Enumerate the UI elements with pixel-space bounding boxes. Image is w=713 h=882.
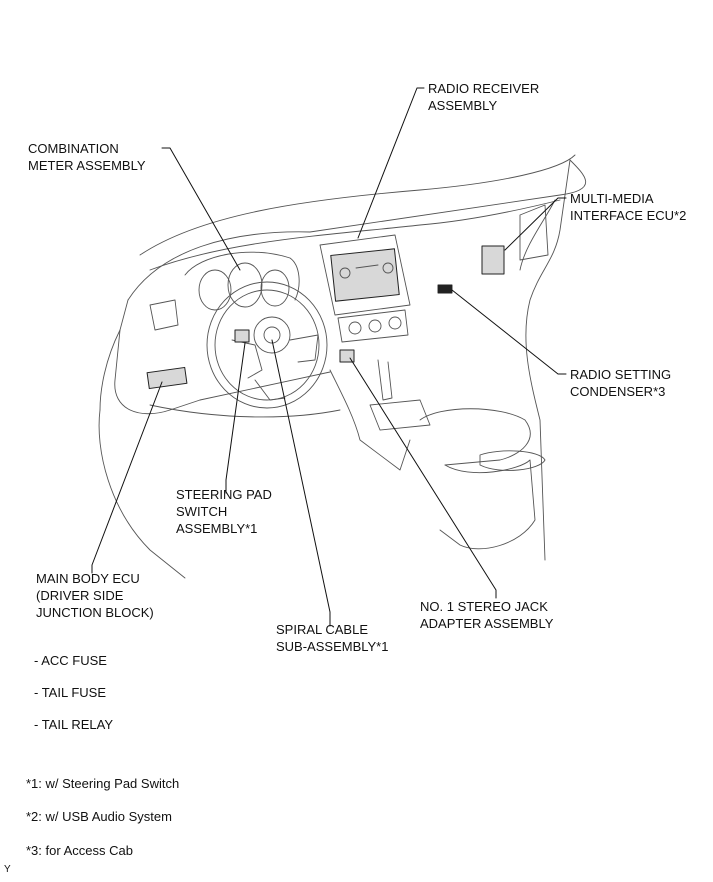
floor-line (199, 371, 331, 401)
left-lower-edge (98, 409, 186, 579)
climate-controls (337, 309, 409, 343)
gauge-left (198, 269, 232, 311)
label-multimedia-ecu: MULTI-MEDIA INTERFACE ECU*2 (570, 191, 687, 223)
radio-display (355, 264, 379, 269)
leader-stereo-jack (349, 357, 497, 599)
fuse-item: - TAIL RELAY (34, 717, 113, 732)
leader-main-body-ecu (91, 381, 163, 574)
fuse-item: - TAIL FUSE (34, 685, 106, 700)
climate-knob-3 (388, 316, 402, 330)
center-stack (319, 234, 411, 316)
label-stereo-jack: NO. 1 STEREO JACK ADAPTER ASSEMBLY (420, 599, 554, 631)
label-radio-receiver: RADIO RECEIVER ASSEMBLY (428, 81, 540, 113)
cupholder (479, 450, 546, 471)
cluster-hood (184, 251, 300, 301)
label-radio-setting-condenser: RADIO SETTING CONDENSER*3 (570, 367, 672, 399)
left-dash-panel (114, 299, 201, 415)
leader-combination-meter (161, 147, 241, 271)
footnote: *2: w/ USB Audio System (26, 809, 172, 824)
leader-multimedia-ecu (504, 197, 567, 251)
label-main-body-ecu: MAIN BODY ECU (DRIVER SIDE JUNCTION BLOC… (36, 571, 154, 620)
right-pillar (519, 199, 556, 271)
right-vent (519, 204, 549, 261)
gauge-right (260, 269, 290, 307)
leader-steering-pad (225, 342, 246, 494)
left-kick-panel (99, 329, 121, 411)
dash-top-curve (139, 154, 576, 256)
left-vent (149, 299, 179, 331)
climate-knob-2 (368, 319, 382, 333)
steering-wheel-rim (206, 281, 328, 409)
climate-knob-1 (348, 321, 362, 335)
label-spiral-cable: SPIRAL CABLE SUB-ASSEMBLY*1 (276, 622, 389, 654)
main-body-ecu-part (146, 366, 188, 390)
radio-knob-right (382, 262, 394, 274)
label-steering-pad-switch: STEERING PAD SWITCH ASSEMBLY*1 (176, 487, 272, 536)
steering-wheel-rim-inner (214, 289, 320, 401)
corner-mark: Y (4, 864, 11, 875)
footnote: *3: for Access Cab (26, 843, 133, 858)
radio-knob-left (339, 267, 351, 279)
lower-dash-line (149, 404, 341, 418)
shift-gate (369, 399, 431, 431)
leader-spiral-cable (271, 339, 331, 627)
multimedia-ecu-part (481, 245, 505, 275)
gauge-center (227, 262, 263, 308)
fuse-item: - ACC FUSE (34, 653, 107, 668)
label-combination-meter: COMBINATION METER ASSEMBLY (28, 141, 146, 173)
shifter (377, 359, 393, 401)
console-bin (439, 459, 536, 550)
steering-spoke-right (289, 334, 319, 363)
console-armrest (419, 408, 531, 466)
dash-upper-edge (149, 199, 561, 271)
radio-setting-condenser-part (437, 284, 453, 294)
steering-hub-inner (263, 326, 281, 344)
right-door-panel (525, 159, 571, 561)
leader-radio-setting-condenser (451, 289, 567, 375)
steering-pad-switch-part (234, 329, 250, 343)
radio-receiver-part (330, 248, 400, 302)
footnote: *1: w/ Steering Pad Switch (26, 776, 180, 791)
steering-hub (253, 316, 291, 354)
leader-radio-receiver (357, 87, 425, 239)
console-front (329, 369, 411, 471)
